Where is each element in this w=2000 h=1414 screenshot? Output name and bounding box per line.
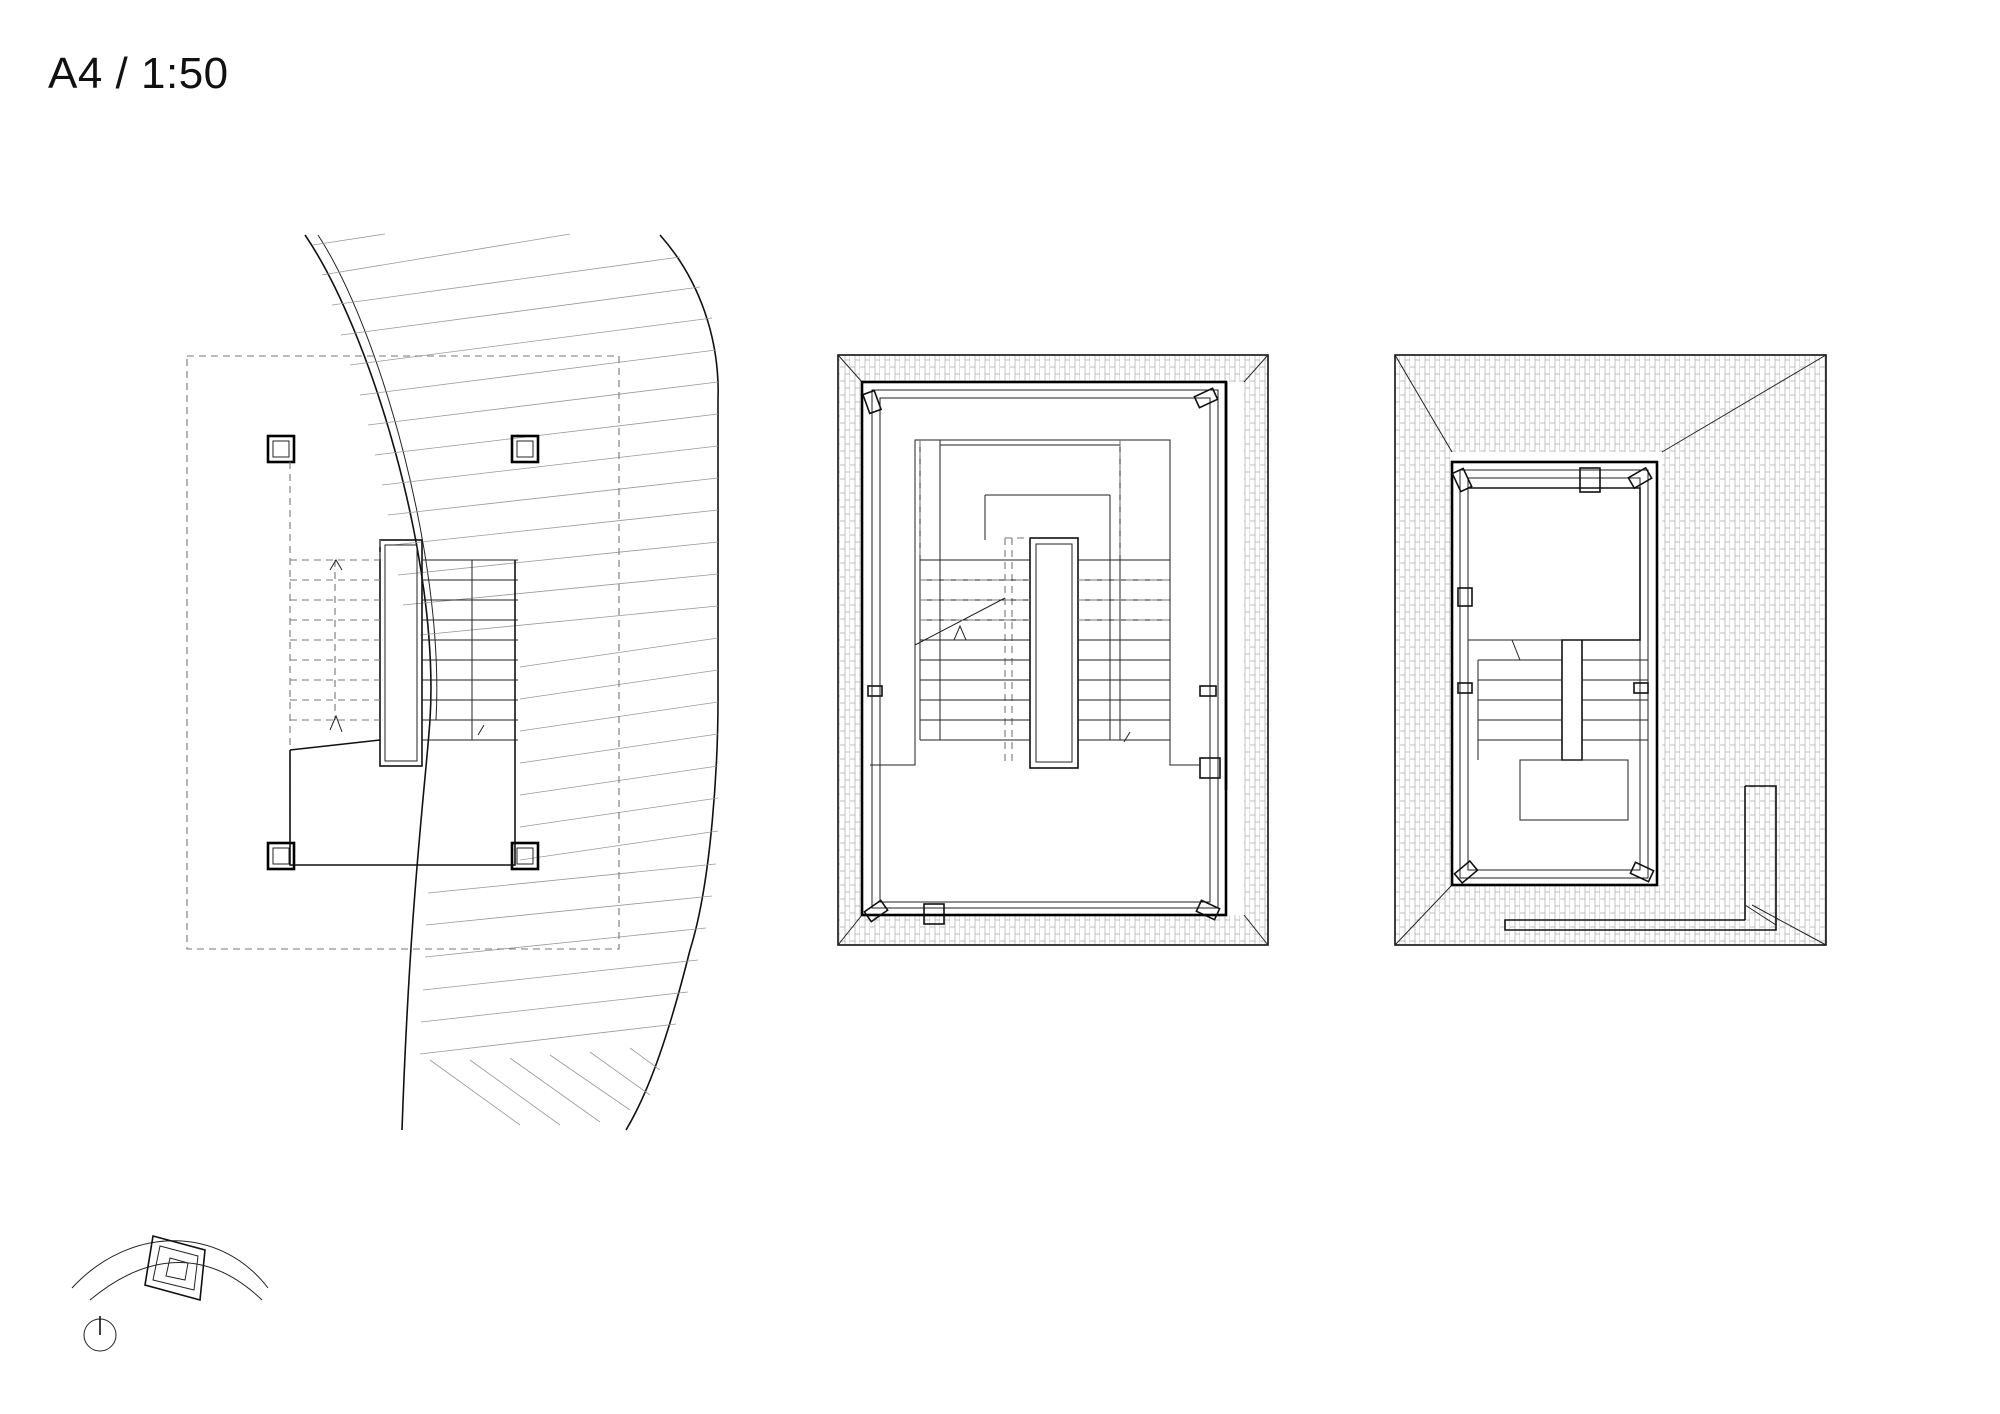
paving-hatch bbox=[312, 233, 719, 1126]
roof-ledge bbox=[1504, 785, 1777, 931]
path-edge-outer bbox=[625, 234, 719, 1131]
key-plan-icon bbox=[71, 1234, 269, 1302]
landing bbox=[289, 560, 516, 866]
path-edge-inner bbox=[304, 234, 432, 1131]
middle-stair-treads bbox=[914, 559, 1170, 741]
column-nw bbox=[266, 434, 296, 464]
tower-outer-wall bbox=[837, 354, 1269, 946]
north-arrow-icon bbox=[83, 1316, 117, 1352]
roof-stair-treads bbox=[1477, 639, 1648, 760]
middle-stair-core bbox=[1029, 537, 1079, 769]
tower-inner-frame bbox=[860, 380, 1228, 917]
roof-outer bbox=[1394, 354, 1827, 946]
roof-inner-frame bbox=[1450, 460, 1659, 887]
site-boundary bbox=[186, 355, 620, 950]
sheet-title: A4 / 1:50 bbox=[48, 49, 229, 98]
column-ne bbox=[510, 434, 540, 464]
site-plan bbox=[186, 233, 719, 1131]
tower-wall-hatch bbox=[838, 355, 1268, 945]
stair-treads-right bbox=[422, 559, 518, 741]
tower-plan-middle bbox=[837, 354, 1269, 946]
stair-outline-1 bbox=[870, 439, 1200, 766]
column-sw bbox=[266, 841, 296, 871]
stair-core bbox=[379, 539, 423, 767]
stair-treads-left-hidden bbox=[290, 540, 381, 721]
roof-hatch bbox=[1395, 355, 1826, 945]
path-edge-inner-2 bbox=[317, 234, 438, 721]
column-se bbox=[510, 841, 540, 871]
tower-plan-roof bbox=[1394, 354, 1827, 946]
